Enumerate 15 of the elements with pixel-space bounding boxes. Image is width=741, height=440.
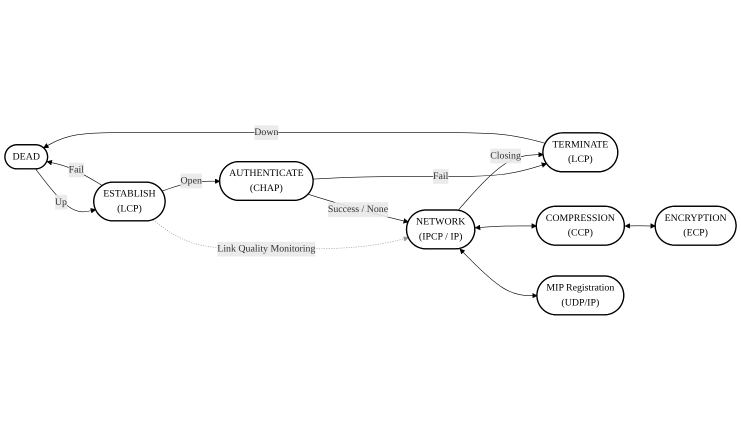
- arrow: [460, 248, 538, 298]
- edge-label: Open: [180, 175, 202, 186]
- arrow: [624, 223, 656, 229]
- edge-label: Success / None: [328, 204, 388, 215]
- arrow: [475, 223, 537, 230]
- arrow: [312, 162, 547, 180]
- edge-label: Up: [54, 196, 67, 208]
- edge-label: Fail: [68, 164, 84, 175]
- edge-label: Fail: [432, 170, 448, 182]
- arrow: [46, 160, 103, 186]
- arrow: [35, 168, 96, 214]
- edge-label: Down: [254, 127, 278, 138]
- edge-label: Closing: [490, 150, 521, 161]
- edge-label: Link Quality Monitoring: [217, 244, 316, 254]
- arrow: [43, 132, 546, 148]
